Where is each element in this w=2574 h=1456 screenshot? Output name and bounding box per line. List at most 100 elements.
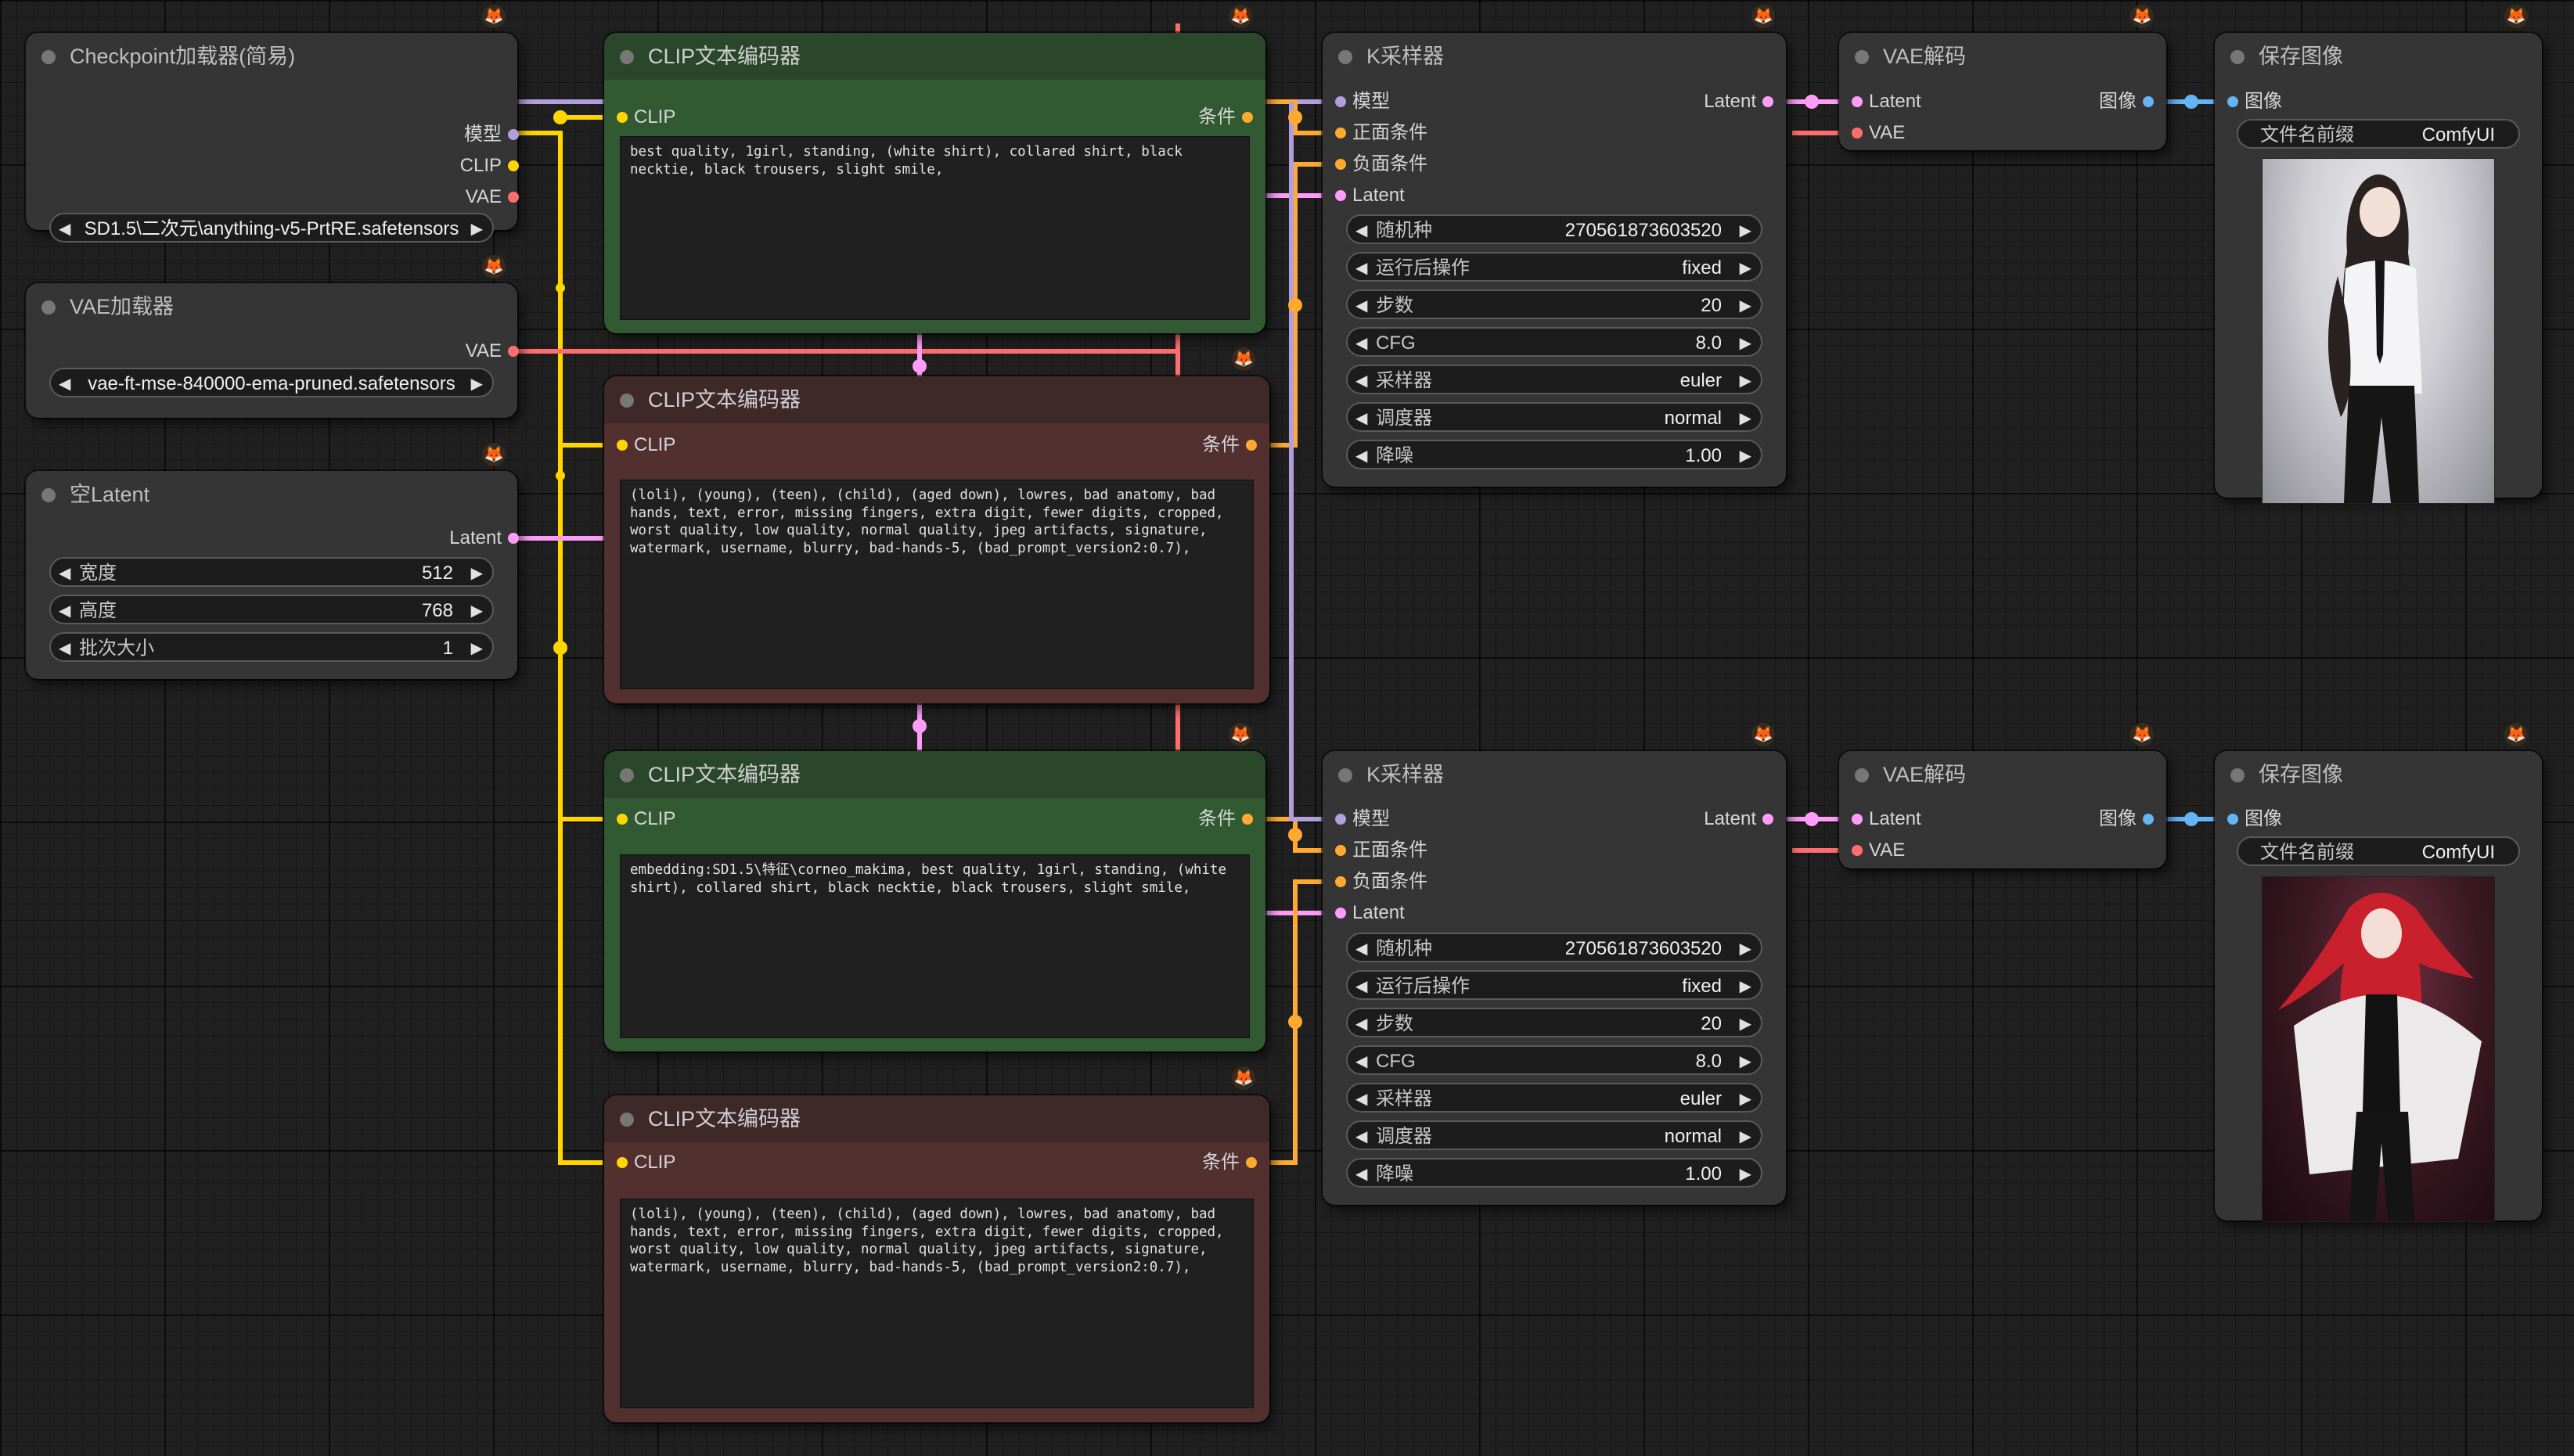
output-image[interactable]: 图像 [2099,803,2154,835]
arrow-right-icon[interactable]: ▶ [1739,1091,1751,1108]
socket-dot-icon[interactable] [2143,96,2154,107]
collapse-dot-icon[interactable] [1855,50,1869,64]
input-image[interactable]: 图像 [2227,803,2282,835]
collapse-dot-icon[interactable] [620,394,634,408]
clip-text-encode-negative-1[interactable]: CLIP文本编码器 CLIP 条件 (loli), (young), (teen… [604,376,1269,703]
arrow-left-icon[interactable]: ◀ [1355,448,1368,465]
socket-dot-icon[interactable] [1852,814,1863,825]
output-latent[interactable]: Latent [1704,803,1773,835]
preview-image[interactable] [2262,876,2495,1222]
node-title[interactable]: K采样器 [1323,751,1786,798]
output-vae[interactable]: VAE [466,182,519,213]
output-model[interactable]: 模型 [464,119,519,150]
input-positive[interactable]: 正面条件 [1335,835,1427,866]
arrow-right-icon[interactable]: ▶ [1739,372,1751,390]
socket-dot-icon[interactable] [1335,908,1346,919]
arrow-left-icon[interactable]: ◀ [1355,1053,1368,1070]
output-conditioning[interactable]: 条件 [1202,1147,1257,1178]
node-title[interactable]: VAE解码 [1839,751,2166,798]
socket-dot-icon[interactable] [617,440,628,451]
input-latent[interactable]: Latent [1852,86,1921,117]
arrow-right-icon[interactable]: ▶ [1739,978,1751,995]
input-clip[interactable]: CLIP [617,803,675,835]
preview-image[interactable] [2262,158,2495,504]
arrow-right-icon[interactable]: ▶ [1739,260,1751,277]
input-clip[interactable]: CLIP [617,102,675,133]
arrow-left-icon[interactable]: ◀ [1355,1166,1368,1183]
node-title[interactable]: Checkpoint加载器(简易) [26,33,517,80]
arrow-left-icon[interactable]: ◀ [1355,335,1368,352]
socket-dot-icon[interactable] [1335,876,1346,887]
socket-dot-icon[interactable] [2227,96,2238,107]
socket-dot-icon[interactable] [617,112,628,123]
arrow-left-icon[interactable]: ◀ [1355,940,1368,958]
socket-dot-icon[interactable] [508,346,519,357]
socket-dot-icon[interactable] [508,129,519,140]
socket-dot-icon[interactable] [1762,96,1773,107]
arrow-left-icon[interactable]: ◀ [1355,1091,1368,1108]
node-title[interactable]: 保存图像 [2215,33,2542,80]
arrow-left-icon[interactable]: ◀ [59,221,71,238]
collapse-dot-icon[interactable] [2230,50,2245,64]
input-vae[interactable]: VAE [1852,835,1905,866]
input-vae[interactable]: VAE [1852,117,1905,149]
input-image[interactable]: 图像 [2227,86,2282,117]
socket-dot-icon[interactable] [2227,814,2238,825]
socket-dot-icon[interactable] [1335,128,1346,138]
socket-dot-icon[interactable] [508,533,519,544]
input-clip[interactable]: CLIP [617,1147,675,1178]
arrow-right-icon[interactable]: ▶ [470,376,483,393]
node-title[interactable]: VAE解码 [1839,33,2166,80]
socket-dot-icon[interactable] [1852,96,1863,107]
socket-dot-icon[interactable] [617,1157,628,1168]
node-title[interactable]: CLIP文本编码器 [604,1095,1269,1142]
output-conditioning[interactable]: 条件 [1202,430,1257,461]
socket-dot-icon[interactable] [1242,112,1253,123]
arrow-right-icon[interactable]: ▶ [1739,448,1751,465]
vae-name-combo[interactable]: ◀vae-ft-mse-840000-ema-pruned.safetensor… [49,368,494,397]
arrow-right-icon[interactable]: ▶ [470,565,483,582]
socket-dot-icon[interactable] [508,192,519,203]
arrow-right-icon[interactable]: ▶ [1739,222,1751,239]
input-latent[interactable]: Latent [1335,897,1405,929]
collapse-dot-icon[interactable] [1338,768,1352,782]
socket-dot-icon[interactable] [1335,845,1346,856]
socket-dot-icon[interactable] [2143,814,2154,825]
collapse-dot-icon[interactable] [620,1113,634,1127]
arrow-left-icon[interactable]: ◀ [1355,297,1368,315]
output-conditioning[interactable]: 条件 [1198,102,1253,133]
arrow-right-icon[interactable]: ▶ [1739,1016,1751,1033]
socket-dot-icon[interactable] [1762,814,1773,825]
arrow-left-icon[interactable]: ◀ [1355,372,1368,390]
arrow-left-icon[interactable]: ◀ [1355,260,1368,277]
vae-decode-node-2[interactable]: VAE解码 Latent VAE 图像 [1839,751,2166,868]
ckpt-name-combo[interactable]: ◀SD1.5\二次元\anything-v5-PrtRE.safetensors… [49,213,494,243]
node-title[interactable]: 保存图像 [2215,751,2542,798]
node-title[interactable]: 空Latent [26,471,517,518]
arrow-right-icon[interactable]: ▶ [470,602,483,620]
arrow-right-icon[interactable]: ▶ [1739,297,1751,315]
socket-dot-icon[interactable] [1335,159,1346,170]
collapse-dot-icon[interactable] [41,488,56,502]
arrow-left-icon[interactable]: ◀ [59,376,71,393]
output-vae[interactable]: VAE [466,336,519,367]
clip-text-encode-positive-1[interactable]: CLIP文本编码器 CLIP 条件 best quality, 1girl, s… [604,33,1265,333]
clip-text-encode-positive-2[interactable]: CLIP文本编码器 CLIP 条件 embedding:SD1.5\特征\cor… [604,751,1265,1052]
clip-text-encode-negative-2[interactable]: CLIP文本编码器 CLIP 条件 (loli), (young), (teen… [604,1095,1269,1422]
collapse-dot-icon[interactable] [41,50,56,64]
input-clip[interactable]: CLIP [617,430,675,461]
